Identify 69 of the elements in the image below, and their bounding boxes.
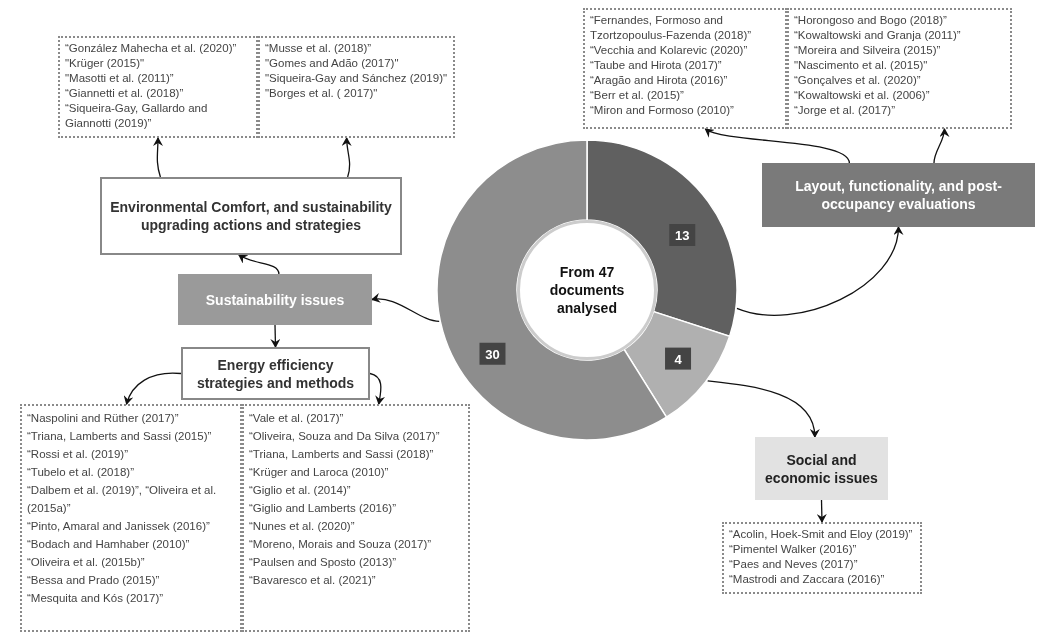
reference-text: “Horongoso and Bogo (2018)”	[794, 13, 948, 28]
reference-text: "Borges et al. ( 2017)"	[265, 86, 379, 101]
reference-text: “Vecchia and Kolarevic (2020)”	[590, 43, 749, 58]
reference-text: “Giannetti et al. (2018)”	[65, 86, 185, 101]
reference-text: “Pimentel Walker (2016)”	[729, 542, 858, 557]
arrow	[706, 380, 819, 438]
reference-list-box	[722, 522, 922, 594]
reference-text: "Krüger (2015)"	[65, 56, 146, 71]
arrow	[816, 499, 827, 523]
reference-text: “Vale et al. (2017)”	[249, 411, 345, 426]
reference-text: “Rossi et al. (2019)”	[27, 447, 129, 462]
arrow	[704, 127, 850, 164]
reference-text: “Nunes et al. (2020)”	[249, 519, 356, 534]
reference-text: “Mesquita and Kós (2017)”	[27, 591, 165, 606]
reference-list-box	[242, 404, 470, 632]
reference-text: “Berr et al. (2015)”	[590, 88, 685, 103]
reference-text: “Paulsen and Sposto (2013)”	[249, 555, 398, 570]
reference-text: “Gonçalves et al. (2020)”	[794, 73, 922, 88]
reference-list-box	[58, 36, 258, 138]
reference-text: “Dalbem et al. (2019)”, “Oliveira et al. (2015a)”	[27, 483, 218, 516]
reference-text: “Moreno, Morais and Souza (2017)”	[249, 537, 433, 552]
arrow	[124, 372, 182, 405]
reference-text: “Paes and Neves (2017)”	[729, 557, 859, 572]
reference-list-box	[258, 36, 455, 138]
reference-text: “Bavaresco et al. (2021)”	[249, 573, 377, 588]
reference-text: “Bessa and Prado (2015)”	[27, 573, 161, 588]
reference-text: “Fernandes, Formoso and Tzortzopoulus-Fazenda (2018)”	[590, 13, 753, 43]
reference-text: “Tubelo et al. (2018)”	[27, 465, 135, 480]
arrow	[238, 254, 280, 275]
arrow	[152, 137, 163, 178]
reference-text: “Naspolini and Rüther (2017)”	[27, 411, 180, 426]
reference-text: “Triana, Lamberts and Sassi (2015)”	[27, 429, 213, 444]
reference-list-box	[787, 8, 1012, 129]
reference-text: “Acolin, Hoek-Smit and Eloy (2019)”	[729, 527, 914, 542]
reference-text: "Gomes and Adão (2017)"	[265, 56, 400, 71]
reference-text: “Siqueira-Gay, Gallardo and Giannotti (2019)”	[65, 101, 209, 131]
reference-text: “Musse et al. (2018)”	[265, 41, 373, 56]
reference-text: “Bodach and Hamhaber (2010)”	[27, 537, 191, 552]
reference-text: “Taube and Hirota (2017)”	[590, 58, 723, 73]
arrow	[933, 128, 949, 164]
category-box: Layout, functionality, and post-occupancy evaluations	[762, 163, 1035, 227]
reference-list-box	[583, 8, 787, 129]
reference-text: “Aragão and Hirota (2016)”	[590, 73, 729, 88]
reference-text: “Mastrodi and Zaccara (2016)”	[729, 572, 886, 587]
reference-text: “Moreira and Silveira (2015)”	[794, 43, 942, 58]
reference-text: “Miron and Formoso (2010)”	[590, 103, 735, 118]
category-box: Environmental Comfort, and sustainability upgrading actions and strategies	[100, 177, 402, 255]
reference-text: “Krüger and Laroca (2010)”	[249, 465, 390, 480]
reference-text: “Triana, Lamberts and Sassi (2018)”	[249, 447, 435, 462]
reference-text: "Siqueira-Gay and Sánchez (2019)"	[265, 71, 448, 86]
category-box: Energy efficiency strategies and methods	[181, 347, 370, 400]
reference-list-box	[20, 404, 242, 632]
reference-text: “Giglio and Lamberts (2016)”	[249, 501, 397, 516]
reference-text: "Masotti et al. (2011)”	[65, 71, 175, 86]
arrow	[736, 226, 903, 316]
reference-text: “González Mahecha et al. (2020)”	[65, 41, 238, 56]
arrow	[341, 137, 352, 178]
reference-text: “Pinto, Amaral and Janissek (2016)”	[27, 519, 211, 534]
arrow	[371, 293, 440, 323]
reference-text: “Giglio et al. (2014)”	[249, 483, 352, 498]
reference-text: “Kowaltowski et al. (2006)”	[794, 88, 931, 103]
reference-text: “Kowaltowski and Granja (2011)”	[794, 28, 962, 43]
reference-text: “Oliveira et al. (2015b)”	[27, 555, 146, 570]
category-box: Social and economic issues	[755, 437, 888, 500]
arrow	[369, 372, 386, 405]
category-box: Sustainability issues	[178, 274, 372, 325]
reference-text: “Jorge et al. (2017)”	[794, 103, 896, 118]
reference-text: "Nascimento et al. (2015)"	[794, 58, 929, 73]
arrow	[270, 324, 281, 348]
